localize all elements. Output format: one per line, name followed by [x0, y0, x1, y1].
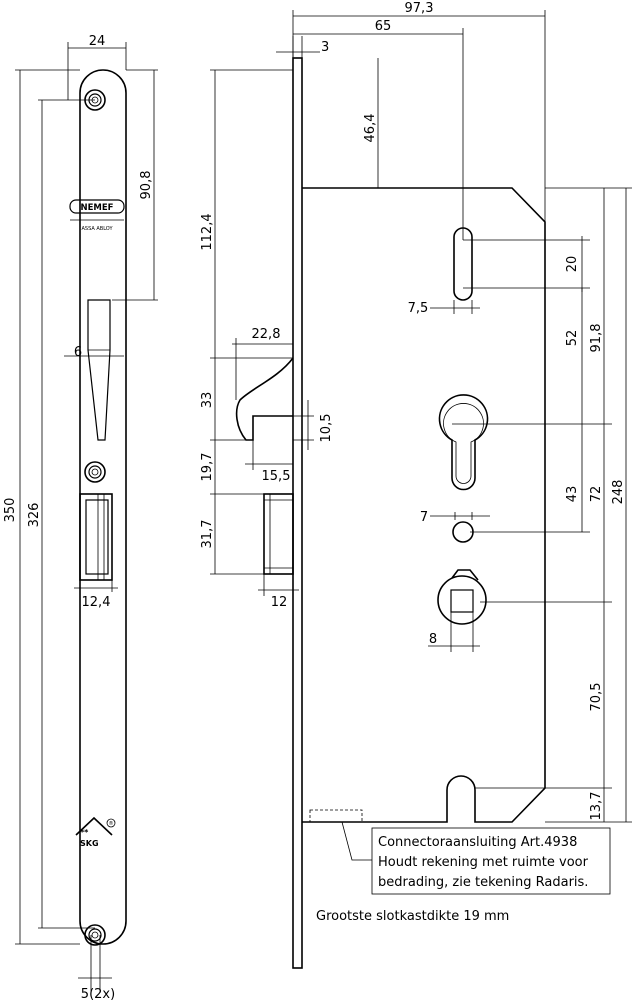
skg-cert-mark: ** SKG ® — [75, 816, 116, 848]
svg-text:248: 248 — [611, 480, 626, 505]
svg-text:24: 24 — [89, 34, 106, 49]
dim-case-cyl-to-square: 72 — [480, 424, 612, 603]
dim-case-slot-width: 7,5 — [408, 300, 480, 316]
svg-text:52: 52 — [565, 330, 580, 347]
cylinder-cutout — [438, 394, 489, 491]
svg-text:326: 326 — [27, 503, 42, 528]
svg-text:22,8: 22,8 — [252, 327, 281, 342]
svg-text:31,7: 31,7 — [200, 520, 215, 549]
svg-text:13,7: 13,7 — [589, 792, 604, 821]
svg-text:33: 33 — [200, 392, 215, 409]
max-thickness-note: Grootste slotkastdikte 19 mm — [316, 909, 509, 924]
callout-line-2: Houdt rekening met ruimte voor — [378, 855, 589, 870]
svg-text:7,5: 7,5 — [408, 301, 429, 316]
case-view: 97,3 65 46,4 20 7,5 — [292, 1, 632, 823]
callout-box — [371, 827, 611, 895]
svg-text:65: 65 — [375, 19, 392, 34]
dim-side-latch-throw: 22,8 — [232, 327, 293, 400]
dim-front-width: 24 — [67, 34, 127, 100]
dim-side-faceplate: 3 — [276, 36, 329, 58]
svg-text:12: 12 — [271, 595, 288, 610]
brand-sub: ASSA ABLOY — [81, 226, 113, 232]
brand-name: NEMEF — [81, 203, 114, 213]
svg-text:90,8: 90,8 — [139, 171, 154, 200]
connector-box — [309, 809, 363, 823]
notes: Connectoraansluiting Art.4938 Houdt reke… — [316, 821, 611, 924]
svg-text:15,5: 15,5 — [262, 469, 291, 484]
faceplate-side-outline — [292, 57, 303, 969]
svg-text:72: 72 — [589, 486, 604, 503]
dim-front-latch-width: 6 — [64, 345, 124, 360]
brand-logo: NEMEF ASSA ABLOY — [69, 199, 125, 232]
svg-text:97,3: 97,3 — [405, 1, 434, 16]
dim-front-height-screws: 326 — [27, 99, 95, 929]
dim-side-bolt-height: 31,7 — [200, 494, 264, 575]
lock-case-outline — [302, 187, 546, 823]
dim-front-bolt-width: 12,4 — [74, 580, 118, 610]
latch-profile — [235, 357, 294, 441]
svg-text:8: 8 — [429, 632, 437, 647]
dim-case-square-to-bottom: 70,5 — [475, 602, 612, 789]
dim-side-latch-to-bolt: 19,7 — [200, 440, 264, 495]
dim-case-hole-diameter: 7 — [420, 510, 490, 525]
front-view: NEMEF ASSA ABLOY ** SKG ® — [3, 34, 158, 1000]
middle-screw-hole — [84, 461, 106, 483]
svg-text:43: 43 — [565, 486, 580, 503]
cert-mark: SKG — [80, 839, 99, 848]
svg-text:350: 350 — [3, 498, 18, 523]
bolt-slot-front — [79, 493, 113, 581]
side-view: 3 112,4 22,8 33 10,5 — [200, 36, 334, 969]
dim-side-lug-height: 10,5 — [293, 400, 334, 450]
cert-stars: ** — [80, 828, 89, 837]
svg-text:112,4: 112,4 — [200, 213, 215, 250]
svg-text:7: 7 — [420, 510, 428, 525]
svg-text:20: 20 — [565, 256, 580, 273]
svg-text:12,4: 12,4 — [82, 595, 111, 610]
dim-side-lug-width: 15,5 — [245, 440, 293, 484]
dim-front-height-total: 350 — [3, 69, 80, 945]
dim-case-top-offset: 46,4 — [363, 58, 379, 188]
callout-line-3: bedrading, zie tekening Radaris. — [378, 875, 588, 890]
deadbolt-profile — [263, 493, 294, 575]
svg-text:91,8: 91,8 — [589, 324, 604, 353]
svg-text:70,5: 70,5 — [589, 683, 604, 712]
dim-case-top-to-cyl: 91,8 — [589, 188, 605, 424]
dim-side-latch-height: 33 — [200, 358, 253, 441]
dim-case-square: 8 — [428, 612, 480, 652]
square-follower — [437, 569, 487, 625]
svg-text:46,4: 46,4 — [363, 114, 378, 143]
dim-case-height: 248 — [545, 187, 632, 823]
svg-text:19,7: 19,7 — [200, 453, 215, 482]
bottom-screw-hole — [84, 924, 106, 946]
dim-side-to-latch: 112,4 — [200, 69, 293, 359]
dim-case-bottom-offset: 13,7 — [589, 788, 605, 822]
cert-reg: ® — [109, 820, 114, 827]
svg-text:3: 3 — [321, 40, 329, 55]
latch-slot-front — [87, 299, 111, 441]
callout-line-1: Connectoraansluiting Art.4938 — [378, 835, 577, 850]
dim-front-screw-hole: 5(2x) — [78, 935, 115, 1000]
svg-text:5(2x): 5(2x) — [81, 987, 115, 1000]
dim-side-bolt-throw: 12 — [258, 574, 299, 610]
faceplate-front-outline — [79, 69, 127, 945]
dim-case-backset: 65 — [293, 19, 464, 240]
svg-text:10,5: 10,5 — [319, 414, 334, 443]
dim-case-cyl-to-hole: 43 — [470, 424, 590, 533]
dim-front-top-to-latch: 90,8 — [112, 69, 158, 301]
svg-text:6: 6 — [74, 345, 82, 360]
dim-case-slot-to-cyl: 52 — [452, 288, 612, 425]
dim-case-slot-height: 20 — [463, 236, 590, 292]
